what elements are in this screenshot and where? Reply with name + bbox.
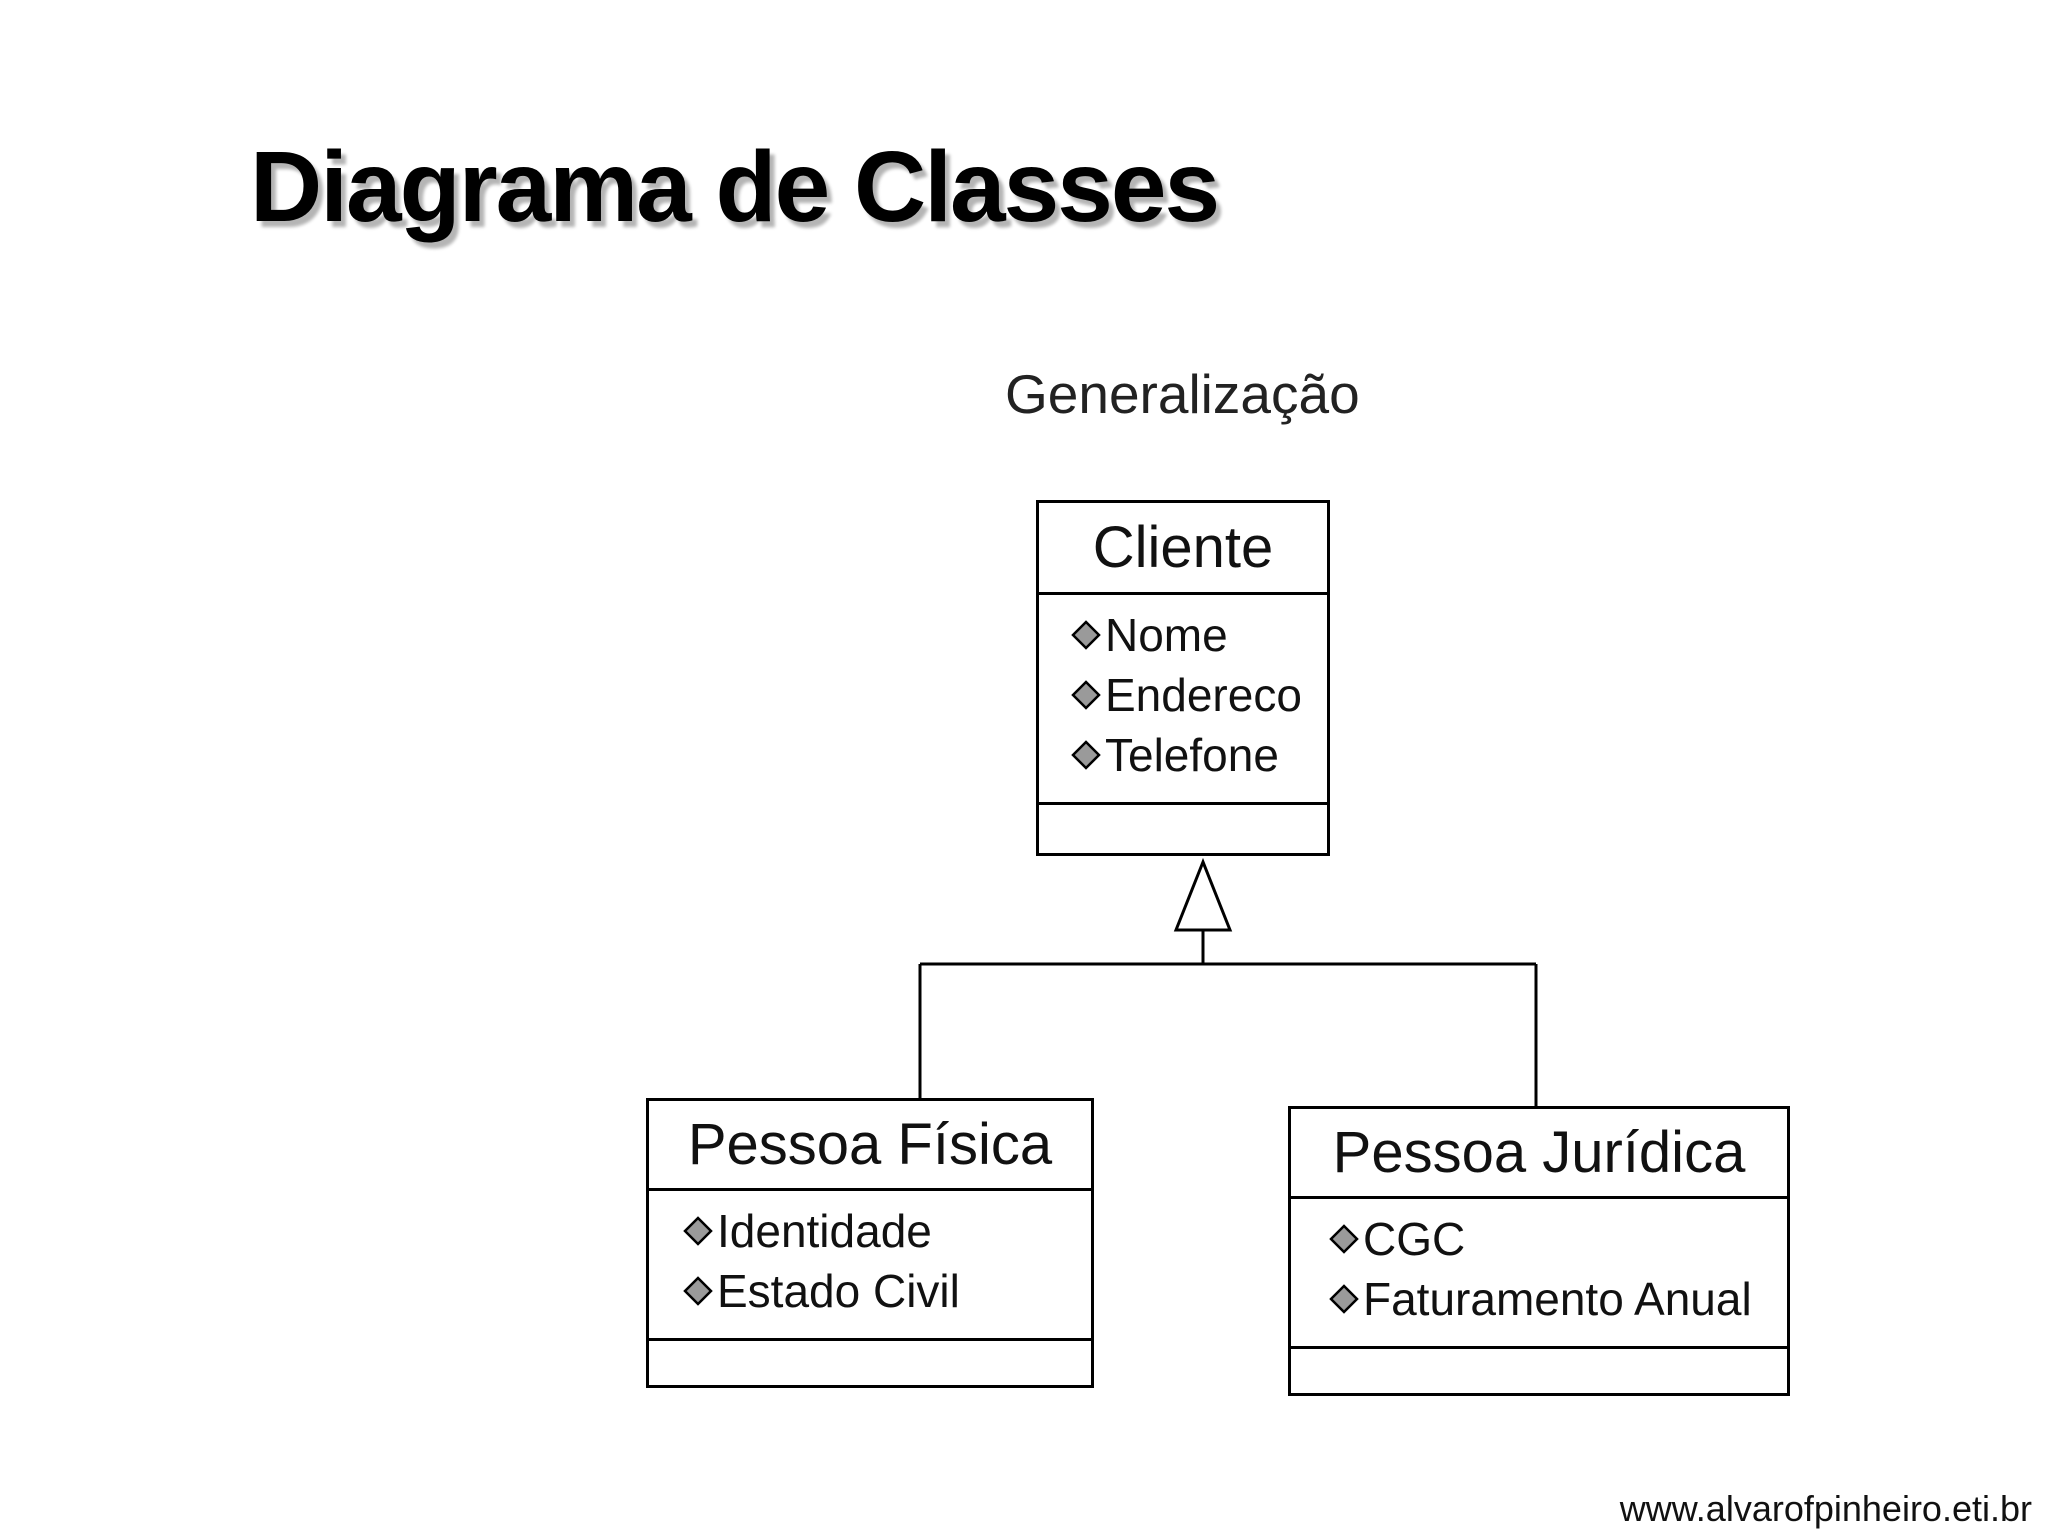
inheritance-arrowhead xyxy=(1173,857,1233,932)
attribute-item: CGC xyxy=(1327,1209,1787,1269)
attribute-diamond-icon xyxy=(1329,1284,1359,1314)
attribute-item: Endereco xyxy=(1069,665,1327,725)
class-name: Cliente xyxy=(1039,503,1327,595)
class-name: Pessoa Física xyxy=(649,1101,1091,1191)
attribute-label: Faturamento Anual xyxy=(1363,1273,1752,1325)
attribute-diamond-icon xyxy=(1329,1224,1359,1254)
attribute-diamond-icon xyxy=(1071,620,1101,650)
attribute-list: CGC Faturamento Anual xyxy=(1291,1199,1787,1349)
attribute-diamond-icon xyxy=(683,1216,713,1246)
attribute-item: Nome xyxy=(1069,605,1327,665)
attribute-item: Estado Civil xyxy=(681,1261,1091,1321)
attribute-item: Telefone xyxy=(1069,725,1327,785)
attribute-diamond-icon xyxy=(1071,680,1101,710)
attribute-list: Nome Endereco Telefone xyxy=(1039,595,1327,805)
diagram-caption: Generalização xyxy=(1005,363,1360,425)
attribute-label: Estado Civil xyxy=(717,1265,960,1317)
attribute-list: Identidade Estado Civil xyxy=(649,1191,1091,1341)
attribute-label: Nome xyxy=(1105,609,1228,661)
class-pessoa-fisica: Pessoa Física Identidade Estado Civil xyxy=(646,1098,1094,1388)
attribute-diamond-icon xyxy=(1071,740,1101,770)
class-pessoa-juridica: Pessoa Jurídica CGC Faturamento Anual xyxy=(1288,1106,1790,1396)
attribute-item: Identidade xyxy=(681,1201,1091,1261)
class-cliente: Cliente Nome Endereco Telefone xyxy=(1036,500,1330,856)
attribute-label: Endereco xyxy=(1105,669,1302,721)
attribute-label: Telefone xyxy=(1105,729,1279,781)
footer-url: www.alvarofpinheiro.eti.br xyxy=(1619,1488,2032,1529)
attribute-label: CGC xyxy=(1363,1213,1466,1265)
attribute-diamond-icon xyxy=(683,1276,713,1306)
attribute-item: Faturamento Anual xyxy=(1327,1269,1787,1329)
slide-title: Diagrama de Classes xyxy=(250,131,1220,243)
class-name: Pessoa Jurídica xyxy=(1291,1109,1787,1199)
attribute-label: Identidade xyxy=(717,1205,932,1257)
